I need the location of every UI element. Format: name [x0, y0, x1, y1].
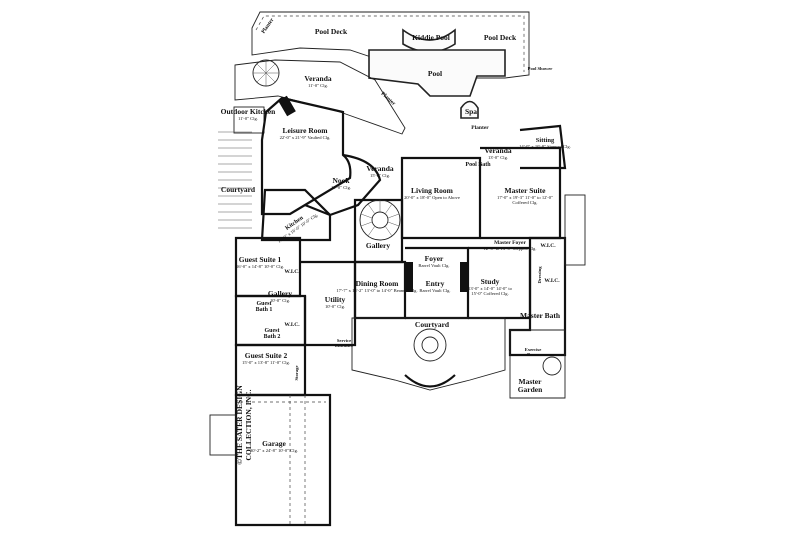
label-pool-shower: Pool Shower	[527, 66, 553, 71]
copyright-credit: ©THE SATER DESIGN COLLECTION, INC.	[235, 385, 253, 465]
label-outdoor-kitchen: Outdoor Kitchen 11'-0" Clg.	[220, 107, 276, 122]
master-bath-walls	[508, 236, 567, 357]
label-garage: Garage 30'-2" x 24'-8" 10'-0" Clg.	[249, 439, 299, 454]
label-guest-bath-2: Guest Bath 2	[263, 328, 281, 340]
label-leisure-room: Leisure Room 22'-0" x 21'-9" Vaulted Clg…	[279, 126, 331, 141]
veranda-top-outline	[234, 59, 406, 135]
label-storage: Storage	[294, 365, 299, 381]
label-guest-bath-1: Guest Bath 1	[255, 301, 273, 313]
label-entry: Entry Barrel Vault Clg.	[419, 279, 451, 294]
label-sitting: Sitting 14'-0" x 10'-8" Stepped Clg.	[519, 137, 571, 149]
label-service-entrance: Service Entrance	[334, 338, 354, 348]
label-gallery-center: Gallery	[365, 241, 391, 250]
sitting-walls	[519, 124, 567, 170]
label-wic-guest2: W.I.C.	[284, 322, 300, 328]
garage-door-dashes	[240, 395, 326, 525]
label-dining-room: Dining Room 17'-7" x 16'-2" 13'-0" to 14…	[336, 279, 418, 294]
master-suite-walls	[480, 146, 562, 240]
fountain	[413, 328, 447, 362]
label-nook: Nook 10'-0" Clg.	[330, 176, 352, 191]
kiddie-pool	[402, 28, 456, 53]
pool	[368, 49, 506, 97]
gallery-utility-walls	[300, 260, 357, 347]
label-exercise-room: Exercise Room	[524, 347, 542, 357]
garage-walls	[234, 393, 332, 527]
spa	[460, 100, 479, 119]
label-pool-bath: Pool Bath	[465, 162, 491, 168]
courtyard-steps	[218, 131, 252, 229]
label-gallery-left: Gallery 10'-0" Clg.	[267, 289, 293, 304]
label-master-suite: Master Suite 17'-0" x 19'-3" 11'-0" to 1…	[497, 186, 553, 206]
front-courtyard-outline	[351, 317, 506, 391]
label-courtyard-left: Courtyard	[220, 185, 256, 194]
label-courtyard-front: Courtyard	[414, 320, 450, 329]
shower-round	[542, 356, 562, 376]
label-pool: Pool	[427, 69, 443, 78]
front-portico	[404, 374, 456, 388]
label-wic-master-lower: W.I.C.	[544, 278, 560, 284]
left-garage-planter	[209, 414, 237, 456]
pool-deck-dashed-border	[255, 15, 525, 72]
label-guest-suite-1: Guest Suite 1 16'-0" x 14'-8" 10'-0" Clg…	[235, 255, 285, 270]
master-garden-outline	[509, 329, 566, 399]
label-planter-right: Planter	[471, 125, 489, 131]
label-veranda-top: Veranda 11'-0" Clg.	[304, 74, 332, 89]
label-master-foyer: Master Foyer 12'-0" to 13'-0" Stepped Cl…	[483, 240, 537, 251]
label-study: Study 13'-0" x 14'-0" 14'-0" to 15'-0" C…	[468, 277, 512, 297]
label-wic-master: W.I.C.	[540, 243, 556, 249]
central-gallery-walls	[353, 198, 404, 264]
kitchen-walls	[260, 188, 332, 242]
label-foyer: Foyer Barrel Vault Clg.	[418, 254, 450, 269]
label-master-garden: Master Garden	[517, 377, 543, 394]
label-kiddie-pool: Kiddie Pool	[412, 33, 450, 42]
label-veranda-right: Veranda 13'-0" Clg.	[484, 146, 512, 161]
label-dressing: Dressing	[537, 266, 542, 284]
label-spa: Spa	[464, 107, 478, 116]
label-guest-suite-2: Guest Suite 2 15'-0" x 13'-8" 11'-0" Clg…	[242, 351, 290, 366]
label-pool-deck-right: Pool Deck	[483, 33, 517, 42]
label-master-bath: Master Bath	[519, 311, 561, 320]
label-veranda-center: Veranda 15'-0" Clg.	[366, 164, 394, 179]
label-pool-deck-left: Pool Deck	[314, 27, 348, 36]
right-planter	[564, 194, 586, 266]
label-living-room: Living Room 20'-0" x 18'-0" Open to Abov…	[404, 186, 460, 201]
label-utility: Utility 10'-0" Clg.	[324, 295, 346, 310]
label-wic-guest1: W.I.C.	[284, 269, 300, 275]
